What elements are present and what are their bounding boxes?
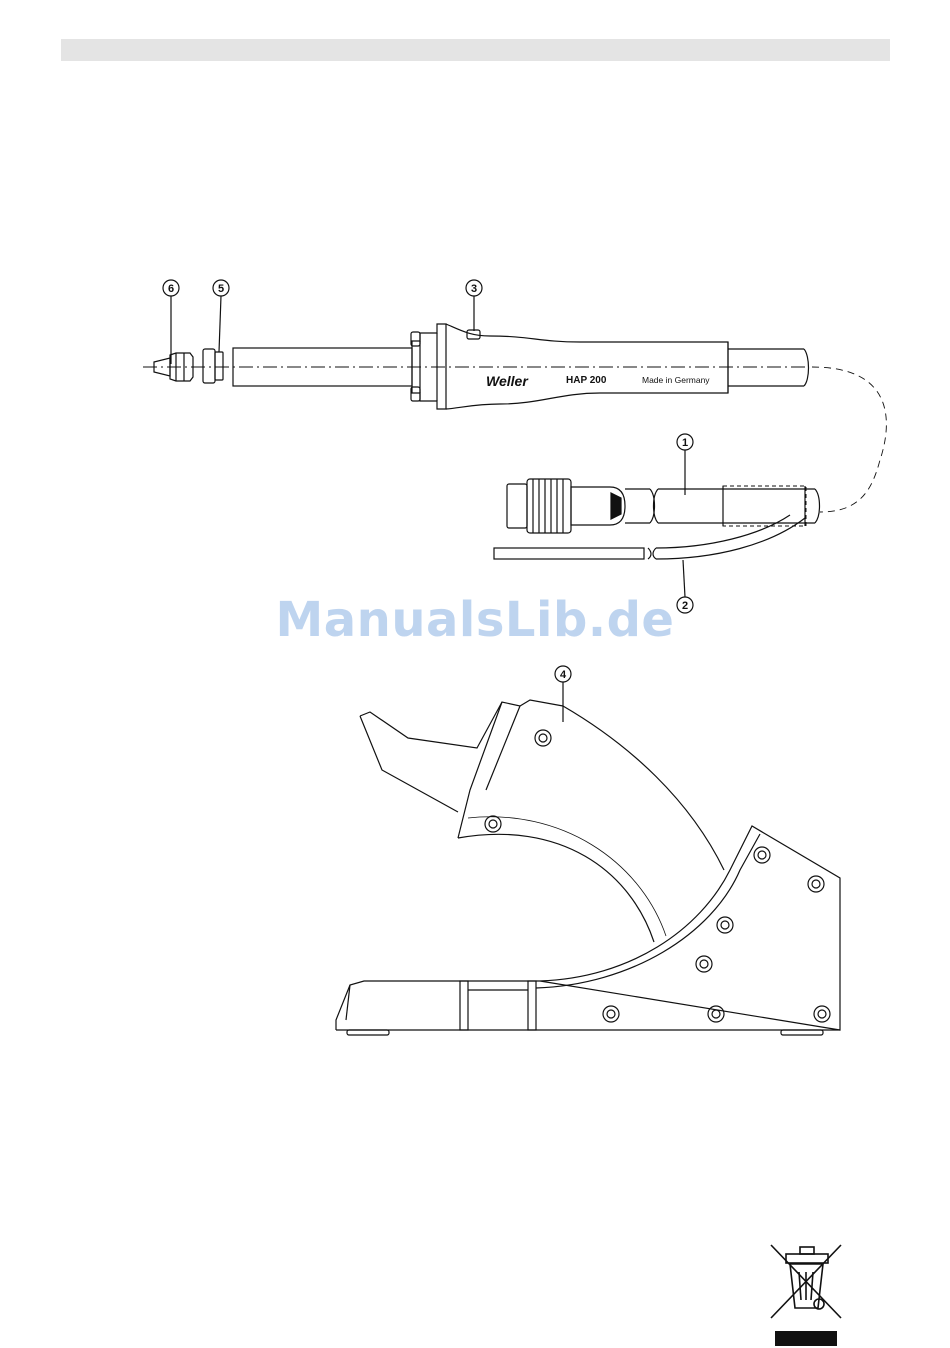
callout-3-label: 3: [471, 283, 477, 295]
handpiece-stand: [336, 700, 840, 1035]
nozzle-ring-part: [203, 349, 223, 383]
watermark: ManualsLib.de: [0, 592, 950, 648]
callout-1-label: 1: [682, 437, 688, 449]
weee-crossed-bin-icon: [771, 1245, 841, 1318]
callout-5-label: 5: [218, 283, 224, 295]
handpiece: [233, 324, 886, 512]
weee-bar: [775, 1331, 837, 1346]
callout-6-label: 6: [168, 283, 174, 295]
brand-logo-text: Weller: [486, 373, 529, 389]
air-hose: [494, 515, 805, 559]
origin-label: Made in Germany: [642, 375, 710, 385]
model-label: HAP 200: [566, 375, 607, 386]
callout-4-label: 4: [560, 669, 567, 681]
